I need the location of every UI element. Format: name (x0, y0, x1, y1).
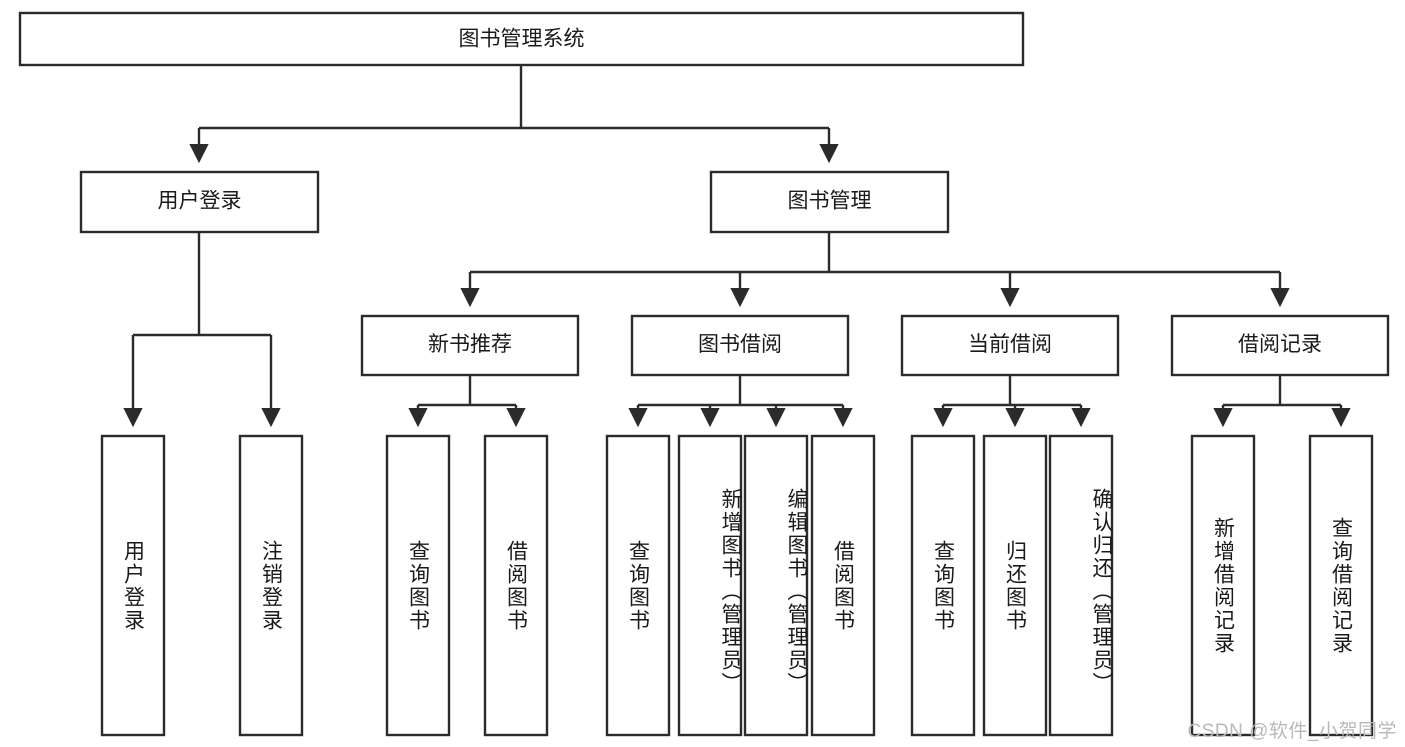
root-box[interactable] (18, 11, 1025, 67)
leaf-query-book-current-box[interactable] (910, 434, 976, 737)
leaf-borrow-book-recommend-box[interactable] (483, 434, 549, 737)
leaf-add-borrow-record-box[interactable] (1190, 434, 1256, 737)
leaf-add-book-box[interactable] (677, 434, 743, 737)
node-user-login[interactable]: 用户登录 (79, 170, 320, 234)
book-borrow-label: 图书借阅 (698, 333, 782, 356)
node-book-borrow[interactable]: 图书借阅 (630, 314, 850, 377)
connector-book-borrow-leaves (628, 375, 853, 428)
connector-root-group (189, 65, 839, 164)
node-new-book-recommend[interactable]: 新书推荐 (360, 314, 580, 377)
borrow-records-box[interactable] (1170, 314, 1390, 377)
connector-borrow-records-leaves (1213, 375, 1351, 428)
user-login-label: 用户登录 (158, 190, 242, 213)
book-management-box[interactable] (709, 170, 950, 234)
new-book-recommend-box[interactable] (360, 314, 580, 377)
root-label: 图书管理系统 (459, 28, 585, 51)
current-borrow-box[interactable] (900, 314, 1120, 377)
node-book-management[interactable]: 图书管理 (709, 170, 950, 234)
watermark: CSDN @软件_小贺同学 (1187, 721, 1397, 742)
connector-user-login-group (123, 232, 281, 428)
node-current-borrow[interactable]: 当前借阅 (900, 314, 1120, 377)
node-root[interactable]: 图书管理系统 (18, 11, 1025, 67)
node-borrow-records[interactable]: 借阅记录 (1170, 314, 1390, 377)
current-borrow-label: 当前借阅 (968, 333, 1052, 356)
leaf-query-borrow-record-box[interactable] (1308, 434, 1374, 737)
connector-new-book-recommend-leaves (408, 375, 526, 428)
leaf-edit-book-box[interactable] (743, 434, 809, 737)
leaf-return-book-box[interactable] (982, 434, 1048, 737)
leaf-query-book-borrow-box[interactable] (605, 434, 671, 737)
book-borrow-box[interactable] (630, 314, 850, 377)
leaf-confirm-return-box[interactable] (1048, 434, 1114, 737)
borrow-records-label: 借阅记录 (1238, 333, 1322, 356)
book-management-label: 图书管理 (788, 190, 872, 213)
leaf-query-book-recommend-box[interactable] (385, 434, 451, 737)
leaf-boxes (100, 434, 1374, 737)
new-book-recommend-label: 新书推荐 (428, 333, 512, 356)
leaf-user-login-box[interactable] (100, 434, 166, 737)
connector-current-borrow-leaves (933, 375, 1091, 428)
connector-book-management-group (460, 232, 1290, 308)
leaf-borrow-book-box[interactable] (810, 434, 876, 737)
leaf-logout-box[interactable] (238, 434, 304, 737)
